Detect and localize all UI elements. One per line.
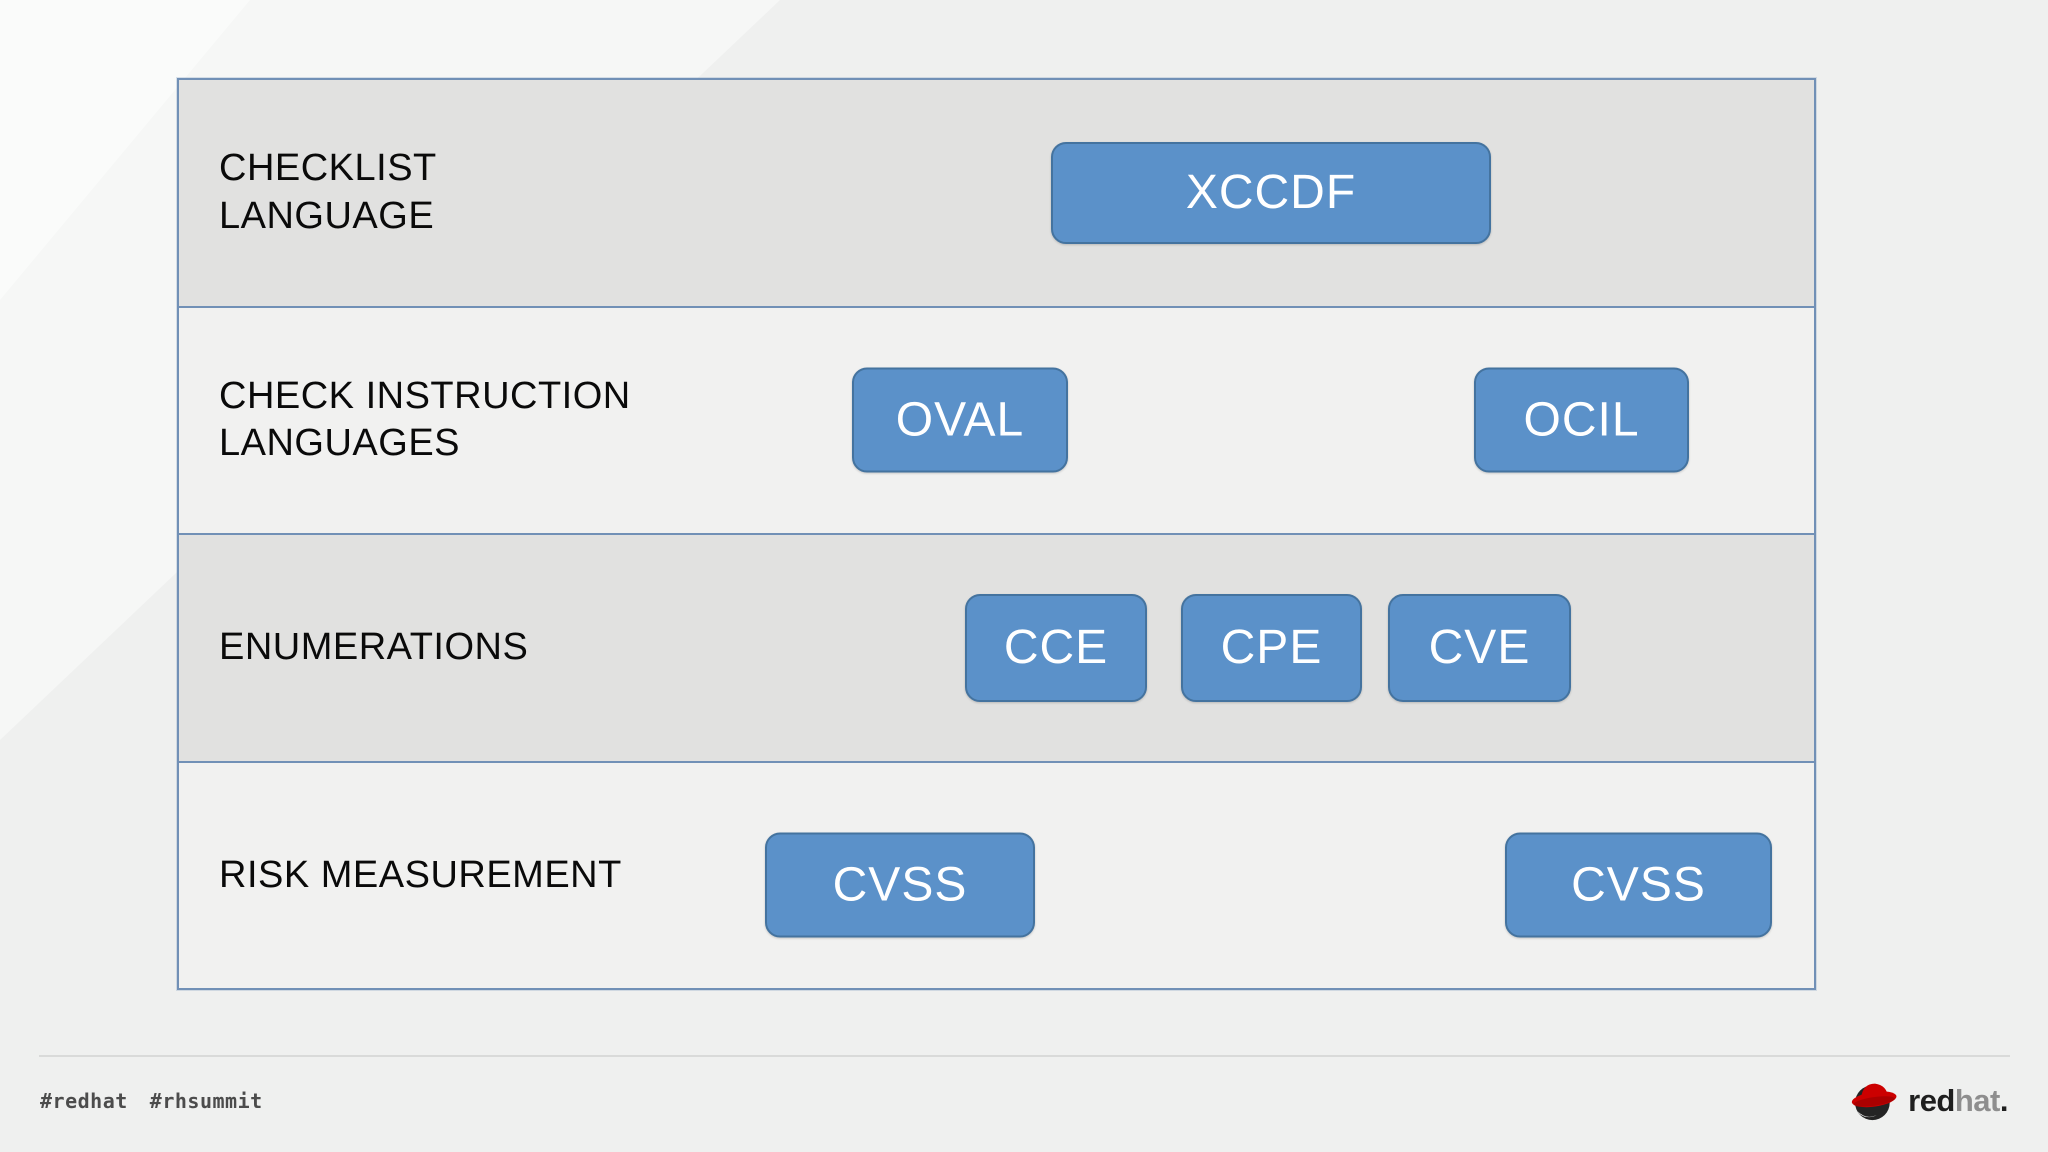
row-risk-measurement: RISK MEASUREMENT CVSS CVSS — [179, 760, 1814, 988]
row-enumerations: ENUMERATIONS CCE CPE CVE — [179, 533, 1814, 761]
xccdf-box: XCCDF — [1051, 141, 1491, 244]
scap-standards-table: CHECKLIST LANGUAGE XCCDF CHECK INSTRUCTI… — [177, 78, 1816, 990]
hashtag-rhsummit: #rhsummit — [149, 1089, 263, 1113]
cce-box: CCE — [965, 593, 1147, 702]
row-check-instruction-languages: CHECK INSTRUCTION LANGUAGES OVAL OCIL — [179, 305, 1814, 533]
logo-text-hat: hat — [1954, 1083, 2001, 1118]
cvss-box-right: CVSS — [1505, 832, 1772, 938]
row-label-checklist-language: CHECKLIST LANGUAGE — [219, 147, 437, 237]
redhat-logo: redhat. — [1849, 1078, 2009, 1124]
footer-hashtags: #redhat #rhsummit — [40, 1089, 285, 1113]
ocil-box: OCIL — [1474, 367, 1689, 473]
row-label-risk-measurement: RISK MEASUREMENT — [219, 853, 622, 896]
hashtag-redhat: #redhat — [40, 1089, 128, 1113]
row-checklist-language: CHECKLIST LANGUAGE XCCDF — [179, 80, 1814, 306]
footer-divider — [39, 1055, 2010, 1057]
redhat-wordmark: redhat. — [1908, 1083, 2008, 1119]
cpe-box: CPE — [1181, 593, 1362, 702]
redhat-fedora-icon — [1851, 1083, 1897, 1121]
logo-text-red: red — [1908, 1083, 1955, 1118]
oval-box: OVAL — [852, 367, 1068, 473]
cvss-box-left: CVSS — [765, 832, 1035, 938]
logo-text-period: . — [1999, 1083, 2009, 1118]
row-label-check-instruction-languages: CHECK INSTRUCTION LANGUAGES — [219, 374, 631, 465]
cve-box: CVE — [1388, 593, 1571, 702]
row-label-enumerations: ENUMERATIONS — [219, 626, 529, 668]
